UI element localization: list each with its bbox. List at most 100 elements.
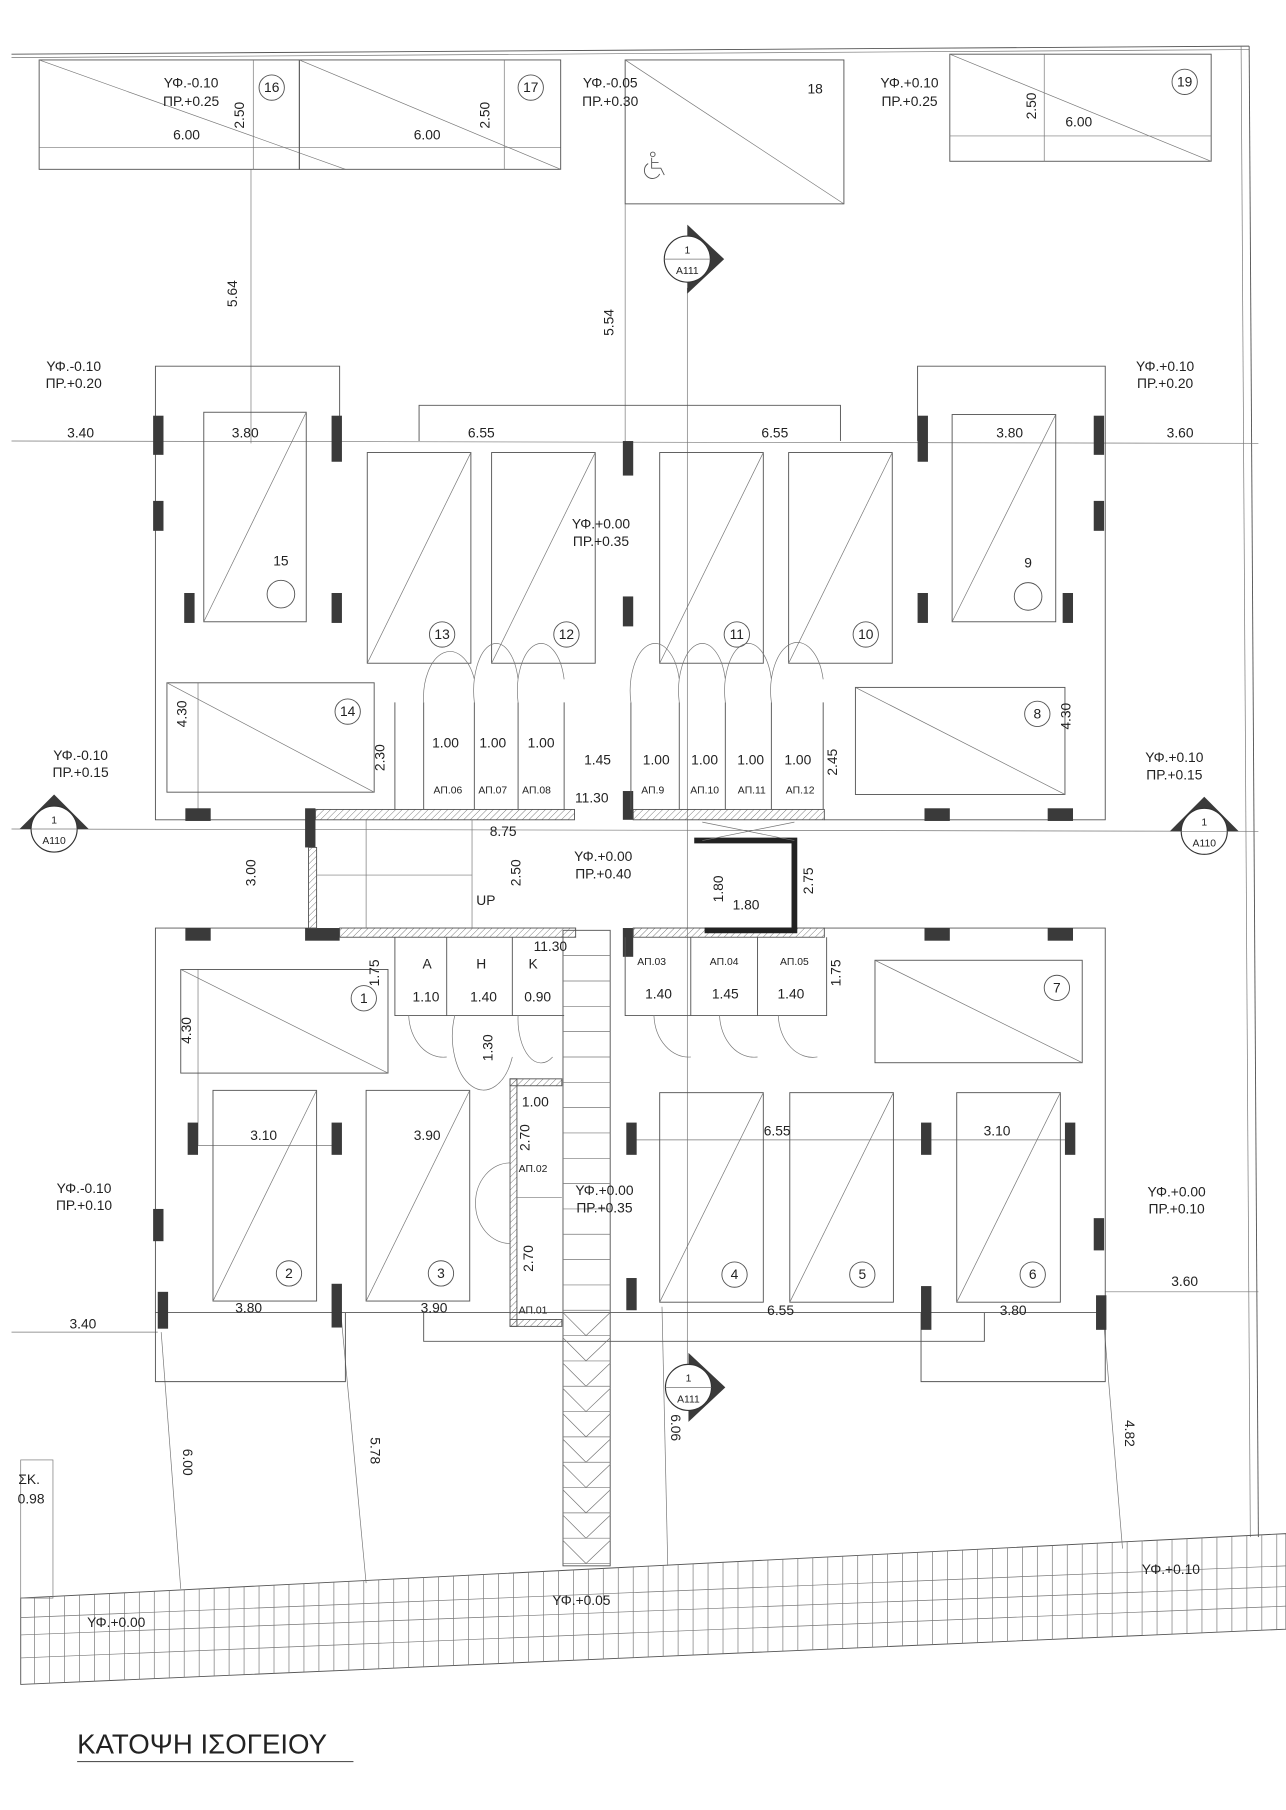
elevation-label: ΠΡ.+0.40 [575, 866, 631, 882]
dimension-label: 6.55 [761, 425, 788, 441]
dimension-label: 1.00 [479, 734, 506, 750]
misc-label: ΣΚ. [18, 1471, 40, 1487]
elevation-label: ΥΦ.+0.00 [574, 848, 633, 864]
plot-boundary [11, 45, 1259, 1538]
dimension-label: 2.50 [1023, 92, 1039, 119]
dimension-label: 1.45 [584, 752, 611, 768]
elevation-label: ΥΦ.+0.10 [1145, 749, 1204, 765]
parking-number-circle [849, 1261, 876, 1288]
dimension-label: 0.90 [524, 989, 551, 1005]
ramp-arrow [562, 1312, 611, 1337]
dimension-label: 2.75 [800, 867, 816, 894]
parking-space-number: 5 [858, 1266, 866, 1282]
elevator-shaft [694, 837, 798, 934]
section-marker-bottom: 1 A111 [664, 1352, 726, 1422]
dimension-label: 2.50 [231, 101, 247, 128]
dimension-label: 3.80 [996, 425, 1023, 441]
elevation-label: ΥΦ.+0.00 [1148, 1183, 1207, 1199]
dimension-label: 1.30 [480, 1034, 496, 1061]
sidewalk-grid-line [20, 1565, 1286, 1618]
dimension-label: 1.80 [733, 897, 760, 913]
parking-space-number: 14 [340, 703, 356, 719]
section-marker-top: 1 A111 [663, 224, 725, 294]
section-marker-number: 1 [686, 1374, 692, 1385]
parking-number-circle [1019, 1261, 1046, 1288]
top-parking-row [38, 53, 1212, 205]
dimension-label: 3.10 [250, 1127, 277, 1143]
dimension-label: 4.30 [174, 700, 190, 727]
dimension-label: 3.00 [243, 859, 259, 886]
section-marker-sheet: A110 [42, 836, 66, 847]
dimension-label: 3.90 [421, 1300, 448, 1316]
elevation-label: ΠΡ.+0.35 [576, 1199, 632, 1215]
parking-number-circle [1171, 68, 1198, 95]
dimension-label: 0.98 [18, 1491, 45, 1507]
dimension-label: 3.60 [1167, 425, 1194, 441]
storage-unit-label: ΑΠ.06 [433, 785, 462, 796]
elevation-label: ΥΦ.-0.10 [46, 358, 101, 374]
parking-space-number: 7 [1053, 979, 1061, 995]
elevation-label: ΠΡ.+0.20 [46, 375, 102, 391]
elevation-label: ΠΡ.+0.20 [1137, 375, 1193, 391]
elevation-label: ΥΦ.+0.10 [880, 75, 939, 91]
elevation-label: ΥΦ.+0.05 [552, 1592, 611, 1608]
dimension-label: 4.30 [1058, 702, 1074, 729]
parking-number-circle [334, 698, 361, 725]
dimension-label: 6.00 [173, 126, 200, 142]
section-marker-left: 1 A110 [19, 794, 89, 853]
elevation-label: ΥΦ.+0.10 [1136, 358, 1195, 374]
elevation-label: ΠΡ.+0.25 [163, 93, 219, 109]
dimension-label: 8.75 [490, 823, 517, 839]
dimension-label: 3.40 [69, 1316, 96, 1332]
storage-unit-label: ΑΠ.04 [710, 957, 739, 968]
dimension-label: 6.55 [468, 425, 495, 441]
dimension-label: 3.10 [984, 1122, 1011, 1138]
storage-unit-label: ΑΠ.12 [786, 785, 815, 796]
parking-number-circle [1043, 974, 1071, 1002]
dimension-label: 2.45 [824, 748, 840, 775]
storage-unit-label: ΑΠ.05 [780, 957, 809, 968]
dimension-label: 3.80 [235, 1300, 262, 1316]
ramp-arrow [562, 1514, 611, 1539]
section-marker-sheet: A111 [676, 266, 699, 277]
dimension-label: 6.06 [668, 1414, 684, 1441]
parking-space-number: 4 [731, 1266, 739, 1282]
sidewalk-grid-line [20, 1586, 1286, 1636]
sidewalk-grid-line [20, 1605, 1286, 1659]
dimension-label: 1.00 [528, 734, 555, 750]
elevation-label: ΥΦ.+0.00 [572, 516, 631, 532]
ramp-arrow [562, 1489, 611, 1514]
parking-space-number: 3 [437, 1265, 445, 1281]
elevation-label: ΥΦ.-0.10 [164, 75, 219, 91]
elevation-label: ΥΦ.-0.10 [57, 1180, 112, 1196]
section-marker-right: 1 A110 [1169, 796, 1239, 855]
ramp-arrow [562, 1388, 611, 1413]
elevation-label: ΠΡ.+0.35 [573, 533, 629, 549]
dimension-label: 6.55 [764, 1122, 791, 1138]
parking-space-number: 15 [273, 552, 289, 568]
parking-space-number: 9 [1024, 555, 1032, 571]
parking-space-number: 19 [1177, 73, 1193, 89]
elevation-label: ΠΡ.+0.15 [53, 764, 109, 780]
dimension-label: 1.10 [413, 989, 440, 1005]
dimension-label: 2.50 [476, 101, 492, 128]
dimension-lines [11, 169, 1259, 1589]
elevation-label: ΥΦ.-0.10 [53, 747, 108, 763]
wheelchair-icon [643, 151, 665, 179]
parking-number-circle [1024, 700, 1051, 728]
dimension-label: 6.00 [414, 126, 441, 142]
elevation-label: ΠΡ.+0.10 [1149, 1201, 1205, 1217]
dimension-label: 5.64 [224, 280, 240, 307]
section-marker-number: 1 [51, 815, 57, 826]
ramp-arrow [562, 1438, 611, 1463]
parking-number-circle [553, 621, 580, 648]
dimension-label: 6.00 [180, 1449, 196, 1476]
parking-space-number: 12 [559, 626, 574, 642]
parking-stalls [166, 411, 1083, 1303]
room-label: Η [476, 955, 486, 971]
parking-number-circle [723, 621, 750, 648]
section-marker-sheet: A111 [677, 1394, 700, 1405]
dimension-label: 5.78 [368, 1437, 384, 1464]
dimension-label: 1.40 [645, 985, 672, 1001]
dimension-label: 4.82 [1122, 1420, 1138, 1447]
